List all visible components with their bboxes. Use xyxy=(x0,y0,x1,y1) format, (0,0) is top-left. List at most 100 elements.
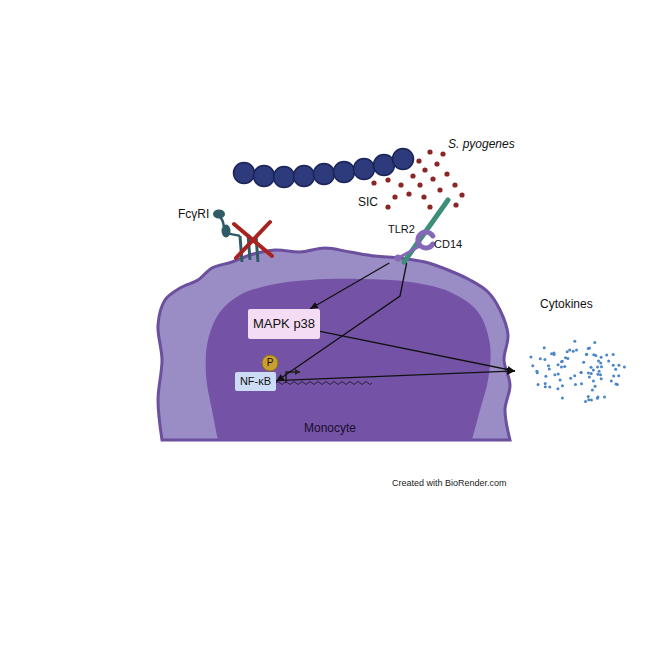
cytokine-dot xyxy=(617,374,620,377)
label-holder: CD14 xyxy=(434,234,462,252)
cytokine-dot xyxy=(560,365,563,368)
cytokine-dot xyxy=(561,360,564,363)
fc-receptor-symbol xyxy=(213,210,272,263)
cell-group xyxy=(158,248,510,440)
coccus-cell xyxy=(314,164,335,185)
protein-dot xyxy=(385,204,390,209)
cytokine-dot xyxy=(593,341,596,344)
protein-dot xyxy=(410,173,415,178)
cytokine-cloud: Cytokines xyxy=(515,290,630,410)
signal-arrow xyxy=(320,331,515,371)
cytokine-dot xyxy=(548,368,551,371)
receptor-node: TLR2 xyxy=(386,219,435,263)
cytokine-dot xyxy=(598,370,601,373)
cytokine-dot xyxy=(553,353,556,356)
receptor-domain xyxy=(222,225,231,238)
label-holder: S. pyogenes xyxy=(448,134,515,152)
cytokine-dot xyxy=(599,361,602,364)
cytokine-dot xyxy=(537,383,540,386)
node-text: NF-κB xyxy=(240,375,271,388)
cytokine-dot xyxy=(590,372,593,375)
node-text: MAPK p38 xyxy=(253,316,315,332)
cytokine-dot xyxy=(560,360,563,363)
node-text: TLR2 xyxy=(388,223,415,236)
cytokine-dot xyxy=(605,353,608,356)
kinase-box: MAPK p38 xyxy=(248,309,320,339)
cytokine-dot xyxy=(589,366,592,369)
cytokine-dot xyxy=(587,372,590,375)
cytokine-dot xyxy=(543,358,546,361)
cytokine-dot xyxy=(582,361,585,364)
label-holder: FcγRI xyxy=(178,204,209,222)
protein-dot xyxy=(427,149,432,154)
cytokine-dot xyxy=(573,374,576,377)
coccus-cell xyxy=(294,166,315,187)
cytokine-dot xyxy=(556,387,559,390)
cytokine-dot xyxy=(587,395,590,398)
cytokine-dot xyxy=(544,385,547,388)
receptor-label: FcγRI xyxy=(178,207,209,221)
signal-arrow xyxy=(276,371,515,381)
cytokine-dot xyxy=(553,373,556,376)
cytokine-dot xyxy=(596,397,599,400)
protein-dot xyxy=(437,187,442,192)
cytokine-dot xyxy=(600,356,603,359)
cytokine-dot xyxy=(561,397,564,400)
cytokine-dot xyxy=(607,359,610,362)
secreted-protein-dots xyxy=(371,149,464,209)
dna-strand xyxy=(276,382,372,385)
cytokine-dot xyxy=(561,384,564,387)
cytokine-dot xyxy=(592,368,595,371)
protein-dot xyxy=(427,204,432,209)
label-holder: Created with BioRender.com xyxy=(392,472,507,490)
cytokine-dot xyxy=(615,382,618,385)
node-text: Monocyte xyxy=(304,421,356,435)
cytokine-dot xyxy=(574,383,577,386)
protein-dot xyxy=(459,192,464,197)
monocyte-cell: MAPK p38NF-κBPMonocyte xyxy=(156,222,514,444)
cytokine-dot xyxy=(587,398,590,401)
receptor-horseshoe xyxy=(418,232,433,248)
cytokine-dot xyxy=(543,346,546,349)
cytokine-dot xyxy=(544,375,547,378)
cytokine-dot xyxy=(580,382,583,385)
coccus-cell xyxy=(334,162,355,183)
protein-dot xyxy=(406,191,411,196)
transcription-factor-box: NF-κB xyxy=(235,372,276,391)
cytokine-dot xyxy=(588,376,591,379)
nucleus-shape xyxy=(206,279,491,440)
cytokine-dot xyxy=(569,377,572,380)
node-text: Cytokines xyxy=(540,297,593,311)
cytokine-dot xyxy=(614,368,617,371)
coccus-cell xyxy=(274,167,295,188)
protein-dot xyxy=(422,167,427,172)
cytokine-dot xyxy=(592,379,595,382)
coreceptor-label: CD14 xyxy=(434,238,462,250)
organism-label: S. pyogenes xyxy=(448,137,515,151)
signal-arrow xyxy=(310,263,389,309)
cytokine-dot xyxy=(529,356,532,359)
cell-membrane xyxy=(158,248,510,440)
cytokine-dot xyxy=(617,364,620,367)
protein-dot xyxy=(417,182,422,187)
blocked-cross xyxy=(234,222,272,258)
cytokine-dot xyxy=(584,400,587,403)
cytokine-dot xyxy=(592,353,595,356)
coccus-cell xyxy=(254,166,275,187)
protein-dot xyxy=(421,194,426,199)
cytokine-dot xyxy=(600,365,603,368)
protein-dot xyxy=(434,161,439,166)
cytokine-dot xyxy=(585,353,588,356)
cytokine-dot xyxy=(603,395,606,398)
protein-dot xyxy=(440,151,445,156)
label-holder: SIC xyxy=(358,192,378,210)
text-holder: Monocyte xyxy=(156,418,504,436)
cytokine-dot xyxy=(610,379,613,382)
cytokine-dot xyxy=(600,377,603,380)
coccus-cell xyxy=(354,159,375,180)
cytokine-dot xyxy=(623,365,626,368)
protein-dot xyxy=(385,177,390,182)
cytokine-dot xyxy=(557,363,560,366)
